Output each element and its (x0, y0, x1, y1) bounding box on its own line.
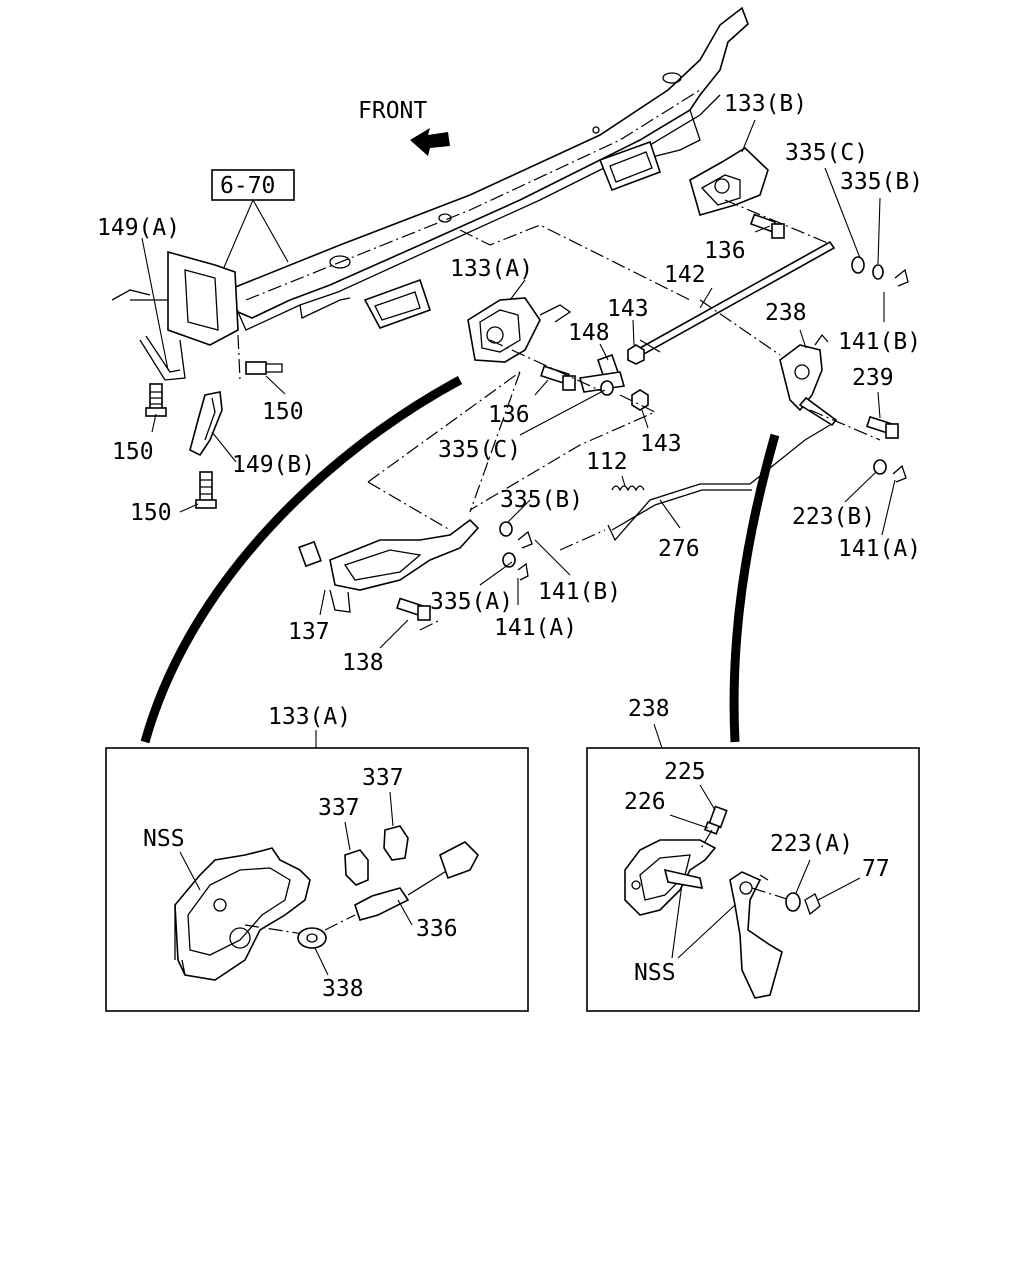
axis-line-top (724, 199, 831, 245)
detail-left-336: 336 (416, 916, 458, 942)
switch-336 (354, 887, 410, 921)
clip-141b-mid (517, 530, 533, 549)
detail-band-right (729, 433, 780, 743)
detail-left-337a: 337 (318, 795, 360, 821)
reference-box-leaders (221, 199, 289, 273)
label-148: 148 (568, 320, 610, 346)
bolt-150-upper (245, 361, 283, 375)
label-335c-top: 335(C) (785, 140, 868, 166)
lever-assembly-133a (467, 297, 572, 363)
axis-line-mid (489, 339, 611, 396)
front-direction-label: FRONT (358, 98, 427, 124)
label-150-lower: 150 (130, 500, 172, 526)
detail-right-nss: NSS (634, 960, 676, 986)
label-143-mid: 143 (640, 431, 682, 457)
dashed-guide-3 (469, 394, 657, 511)
dashed-guide-2 (367, 371, 521, 531)
bolt-136-top (749, 213, 785, 239)
detail-right-77: 77 (862, 856, 890, 882)
label-150-upper: 150 (262, 399, 304, 425)
leader-lines (141, 119, 896, 649)
lever-238 (779, 333, 838, 427)
label-143-top: 143 (607, 296, 649, 322)
label-335c-mid: 335(C) (438, 437, 521, 463)
detail-left-title: 133(A) (268, 704, 351, 730)
detail-box-133a: 133(A) NSS 337 337 336 338 (105, 704, 529, 1012)
label-335a: 335(A) (430, 589, 513, 615)
reference-box (211, 169, 295, 201)
detail-left-337b: 337 (362, 765, 404, 791)
detail-left-338: 338 (322, 976, 364, 1002)
wire-clip-149b (189, 391, 223, 457)
label-149b: 149(B) (232, 452, 315, 478)
label-136-mid: 136 (488, 402, 530, 428)
spring-112 (611, 485, 645, 492)
bolt-138 (396, 597, 431, 621)
connector-336 (439, 841, 479, 880)
frame-crossmember (226, 6, 749, 331)
reference-box-label: 6-70 (220, 173, 275, 199)
label-136-top: 136 (704, 238, 746, 264)
clip-141a-right (892, 464, 907, 483)
label-276: 276 (658, 536, 700, 562)
washer-335a (502, 552, 516, 568)
label-335b-top: 335(B) (840, 169, 923, 195)
detail-left-nss: NSS (143, 826, 185, 852)
washer-335c-top (851, 256, 865, 274)
clip-141a-mid (517, 562, 529, 581)
detail-right-226: 226 (624, 789, 666, 815)
washer-223a (785, 892, 801, 912)
left-bracket-plate (111, 250, 241, 381)
label-141b-mid: 141(B) (538, 579, 621, 605)
bolt-239 (865, 415, 899, 439)
clip-141b-right (894, 268, 909, 287)
label-137: 137 (288, 619, 330, 645)
axis-line-239 (809, 409, 881, 441)
label-133b-top: 133(B) (724, 91, 807, 117)
bolt-150-lower (195, 471, 217, 509)
label-138: 138 (342, 650, 384, 676)
dashed-guide-1 (459, 224, 781, 356)
lever-assembly-133b (689, 146, 769, 216)
label-149a: 149(A) (97, 215, 180, 241)
label-112: 112 (586, 449, 628, 475)
dashed-guide-4 (559, 529, 606, 551)
wire-clip-149a (139, 335, 186, 381)
label-133a-mid: 133(A) (450, 256, 533, 282)
nut-143-mid (631, 389, 649, 411)
label-335b-mid: 335(B) (500, 487, 583, 513)
front-arrow-icon (410, 128, 450, 156)
detail-right-225: 225 (664, 759, 706, 785)
clip-77 (804, 893, 821, 916)
washer-335b-top (872, 264, 884, 280)
washer-335c-mid (600, 380, 614, 396)
label-141b-right: 141(B) (838, 329, 921, 355)
washer-335b-mid (499, 521, 513, 537)
detail-box-238: 238 225 226 223(A) 77 NSS (586, 696, 920, 1012)
rod-276-edge (611, 489, 752, 531)
clip-337-a (344, 849, 369, 886)
nut-143-top (627, 344, 645, 365)
clip-337-b (383, 825, 409, 861)
detail-right-title: 238 (628, 696, 670, 722)
label-141a-mid: 141(A) (494, 615, 577, 641)
rod-276 (607, 424, 831, 542)
bolt-136-mid (540, 365, 576, 391)
washer-223b (873, 459, 887, 475)
washer-338 (297, 927, 327, 949)
detail-right-223a: 223(A) (770, 831, 853, 857)
label-142: 142 (664, 262, 706, 288)
label-239: 239 (852, 365, 894, 391)
label-141a-right: 141(A) (838, 536, 921, 562)
label-150-left: 150 (112, 439, 154, 465)
label-223b: 223(B) (792, 504, 875, 530)
dashed-guide-5 (419, 619, 441, 631)
lever-assembly-137 (298, 518, 480, 613)
detail-band-left (140, 376, 463, 744)
label-238-mid: 238 (765, 300, 807, 326)
bolt-150-left (145, 383, 167, 417)
